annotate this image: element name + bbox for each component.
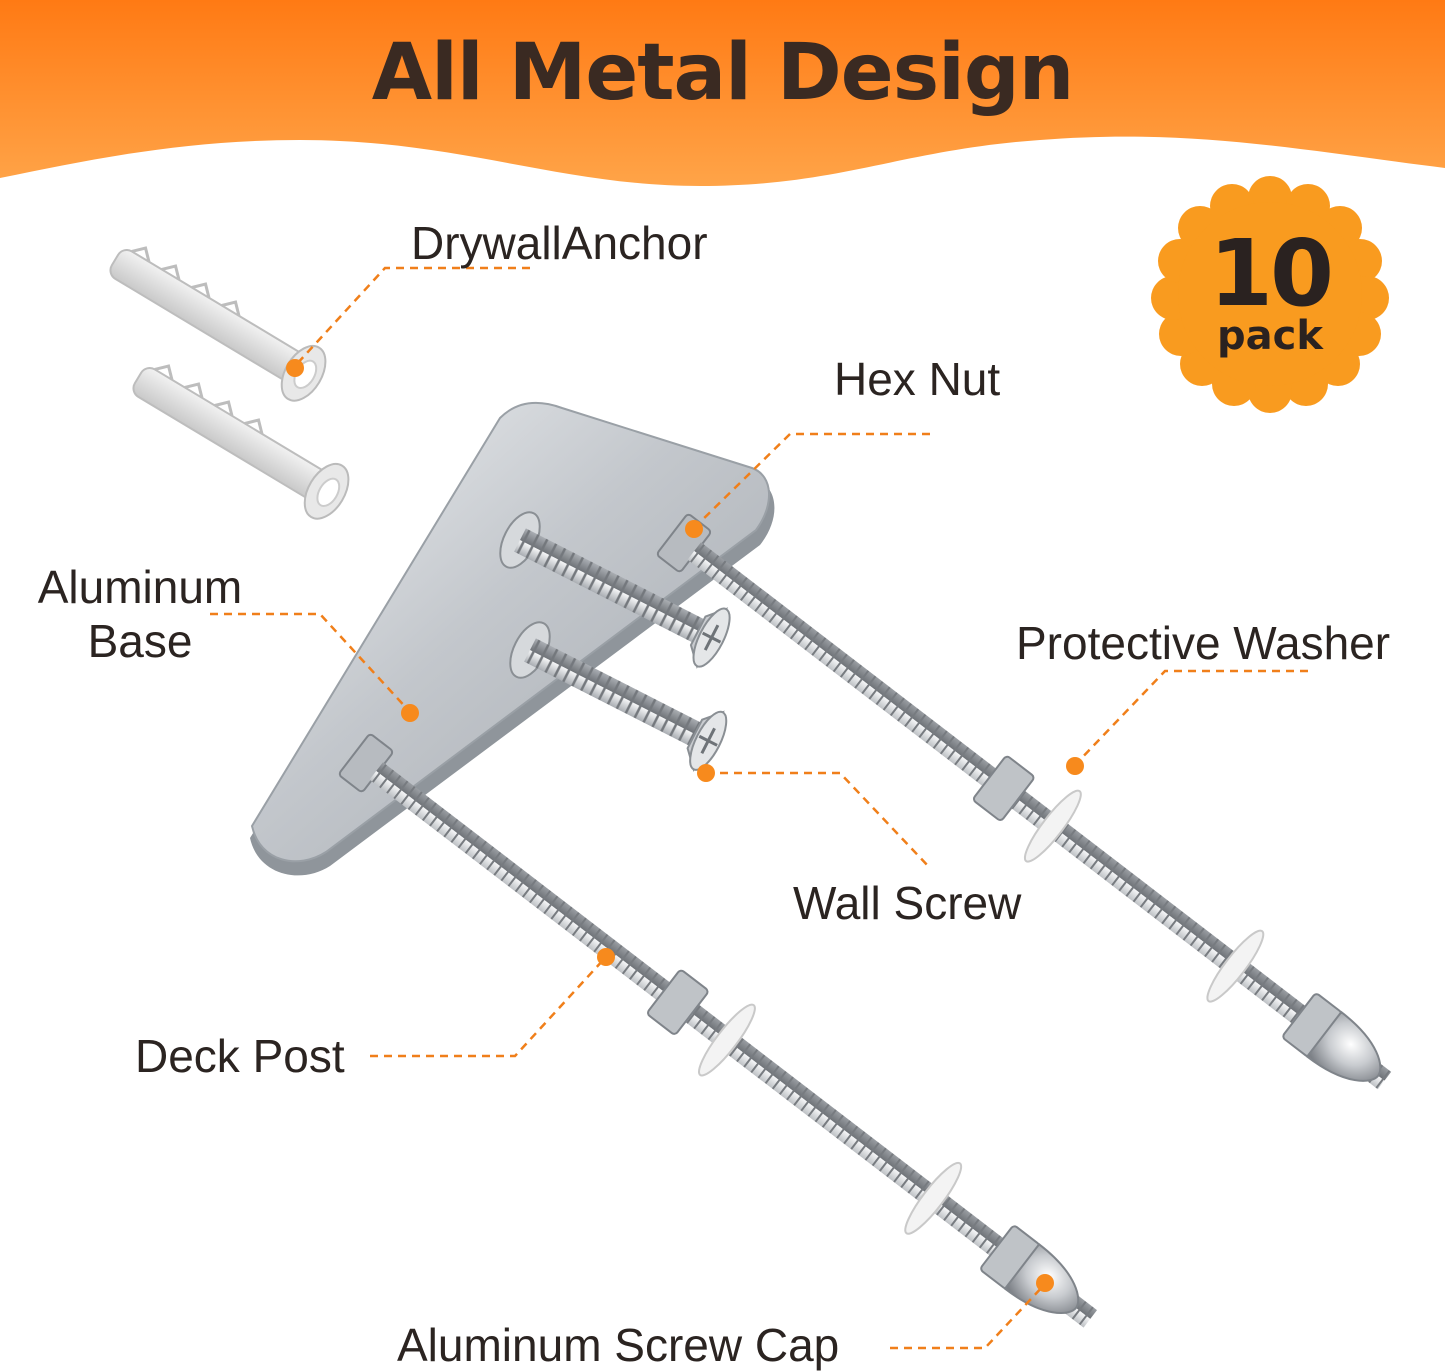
callout-line-aluminum-base: [210, 612, 411, 713]
callout-line-drywall-anchor: [294, 266, 530, 367]
page-title: All Metal Design: [371, 28, 1075, 118]
wall-screw-upper: [499, 511, 731, 669]
callout-dots: [286, 359, 1084, 1292]
callout-dot-screw-cap: [1036, 1274, 1054, 1292]
callout-line-deck-post: [370, 957, 606, 1058]
callout-lines: [210, 266, 1308, 1350]
label-aluminum-base: Aluminum Base: [24, 560, 256, 668]
ten-pack-badge: [1151, 176, 1389, 413]
deck-post-rod-right: [656, 513, 1392, 1090]
drywall-anchor-top: [109, 246, 327, 402]
callout-line-wall-screw: [706, 771, 931, 869]
callout-dot-deck-post: [597, 948, 615, 966]
pack-count: 10: [1208, 220, 1334, 327]
label-protective-washer: Protective Washer: [1016, 617, 1391, 669]
callout-dot-wall-screw: [697, 764, 715, 782]
label-drywall-anchor: DrywallAnchor: [411, 217, 708, 269]
callout-line-screw-cap: [890, 1283, 1046, 1350]
pack-label: pack: [1217, 313, 1323, 359]
callout-dot-drywall-anchor: [286, 359, 304, 377]
label-aluminum-base-line1: Aluminum: [37, 561, 243, 613]
callout-dot-protective-washer: [1066, 757, 1084, 775]
label-hex-nut: Hex Nut: [834, 353, 1001, 405]
label-aluminum-screw-cap: Aluminum Screw Cap: [397, 1319, 840, 1371]
callout-line-hex-nut: [693, 432, 930, 529]
callout-dot-hex-nut: [685, 520, 703, 538]
drywall-anchor-bottom: [132, 364, 350, 520]
wall-screw-lower: [509, 621, 728, 773]
header-wave-band: [0, 0, 1445, 186]
callout-dot-aluminum-base: [401, 704, 419, 722]
label-deck-post: Deck Post: [135, 1030, 345, 1082]
label-aluminum-base-line2: Base: [87, 615, 193, 667]
callout-line-protective-washer: [1074, 669, 1308, 766]
label-wall-screw: Wall Screw: [793, 877, 1022, 929]
